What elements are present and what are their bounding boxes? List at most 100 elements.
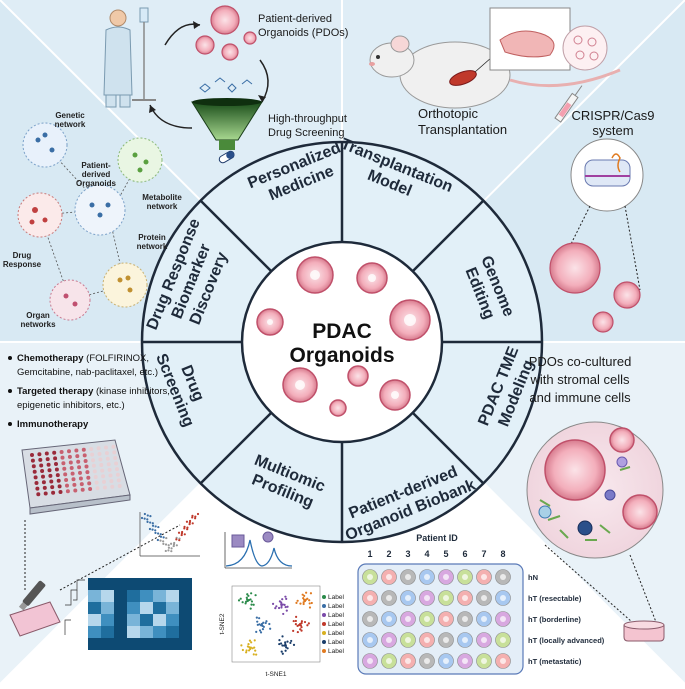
volcano-point: [157, 525, 160, 529]
tsne-point: [254, 594, 257, 597]
plate-well: [91, 458, 95, 463]
tsne-point: [250, 592, 253, 595]
volcano-point: [146, 514, 149, 517]
tsne-point: [250, 603, 253, 606]
tsne-point: [301, 593, 304, 596]
tsne-point: [292, 643, 296, 646]
biobank-organoid-core: [500, 574, 506, 580]
heatmap-cell: [88, 578, 101, 590]
plate-well: [106, 462, 111, 467]
culture-well: [623, 620, 665, 642]
volcano-point: [159, 535, 163, 538]
tsne-point: [258, 629, 262, 632]
volcano-point: [177, 531, 181, 534]
plate-well: [49, 479, 54, 484]
tsne-point: [249, 647, 252, 651]
tsne-point: [281, 644, 284, 647]
tsne-point: [245, 596, 248, 599]
tsne-point: [306, 597, 309, 600]
heatmap-cell: [140, 626, 153, 638]
biobank-organoid-core: [500, 595, 506, 601]
screening-funnel: [191, 98, 263, 150]
heatmap-cell: [114, 602, 127, 614]
heatmap-cell: [166, 614, 179, 626]
tsne-point: [307, 622, 310, 625]
tsne-point: [256, 623, 259, 626]
slide-icon: [9, 601, 61, 637]
tsne-point: [244, 600, 248, 603]
network-diagram: [17, 122, 163, 321]
heatmap-cell: [166, 638, 179, 650]
plate-well: [50, 485, 55, 490]
tsne-point: [310, 601, 313, 605]
biobank-organoid-core: [367, 595, 373, 601]
plate-well: [88, 486, 93, 491]
heatmap-cell: [179, 590, 192, 602]
pill-icon: [218, 150, 235, 164]
patient-id: 7: [481, 549, 486, 559]
tsne-point: [281, 603, 284, 606]
heatmap-cell: [179, 578, 192, 590]
tsne-point: [309, 592, 313, 595]
volcano-point: [191, 522, 194, 525]
tsne-point: [278, 638, 281, 642]
tsne-legend-label: Label: [328, 639, 344, 646]
plate-well: [96, 446, 101, 451]
biobank-organoid-core: [424, 574, 430, 580]
tsne-point: [241, 648, 244, 652]
plate-well: [58, 489, 63, 494]
biobank-organoid-core: [481, 658, 487, 664]
plate-well: [65, 489, 70, 494]
plate-well: [102, 479, 106, 484]
plate-well: [57, 484, 62, 489]
segment-dividers: [142, 142, 542, 542]
heatmap-cell: [114, 590, 127, 602]
heatmap-cell: [153, 590, 166, 602]
plate-well: [113, 455, 118, 460]
plate-well: [70, 471, 75, 476]
plate-well: [68, 460, 73, 465]
network-metabolite-label: Metabolite network: [142, 193, 182, 211]
volcano-point: [146, 520, 149, 523]
svg-text:network: network: [137, 242, 168, 251]
tsne-point: [255, 630, 258, 634]
tsne-point: [292, 619, 295, 623]
plate-well: [56, 478, 61, 483]
tsne-point: [254, 649, 257, 652]
tsne-point: [277, 606, 281, 610]
plate-well: [53, 456, 58, 461]
pdo-label-1: Patient-derived: [258, 13, 332, 25]
plate-well: [99, 463, 104, 468]
tsne-point: [278, 642, 281, 646]
plate-well: [43, 491, 48, 496]
volcano-point: [154, 531, 157, 534]
volcano-point: [186, 528, 189, 531]
plate-well: [98, 457, 103, 462]
tsne-legend-swatch: [322, 640, 326, 644]
plate-well: [102, 485, 107, 490]
biobank-grid: [362, 569, 511, 669]
plate-well: [37, 452, 42, 457]
plate-well: [34, 481, 39, 485]
tme-label-3: and immune cells: [529, 390, 631, 405]
multiwell-plate: [21, 439, 131, 515]
ortho-label-2: Transplantation: [418, 122, 507, 137]
tsne-legend-swatch: [322, 649, 326, 653]
biobank-title: Patient ID: [416, 533, 458, 543]
tsne-point: [246, 645, 250, 648]
tsne-point: [265, 620, 268, 623]
volcano-plot: [139, 512, 200, 557]
volcano-point: [162, 542, 165, 545]
biobank-organoid-core: [462, 574, 468, 580]
heatmap-cell: [166, 590, 179, 602]
plate-well: [55, 473, 60, 478]
biobank-organoid-core: [462, 637, 468, 643]
patient-illustration: [103, 7, 156, 108]
heatmap-cell: [127, 602, 140, 614]
tsne-point: [278, 600, 281, 603]
volcano-point: [151, 528, 154, 531]
plate-well: [110, 484, 115, 489]
heatmap-cell: [127, 638, 140, 650]
